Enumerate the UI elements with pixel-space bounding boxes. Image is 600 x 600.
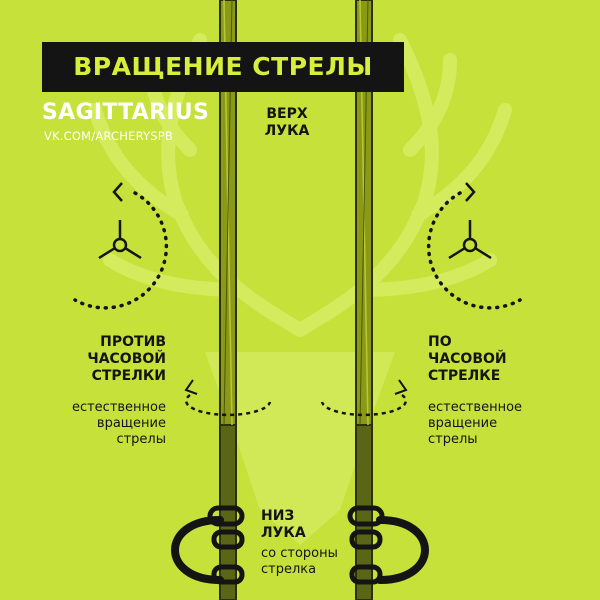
counterclockwise-rotation-icon [73,182,169,310]
counterclockwise-label: ПРОТИВ ЧАСОВОЙ СТРЕЛКИ [70,334,166,385]
clockwise-line2: ЧАСОВОЙ [428,351,507,367]
counterclockwise-line1: ПРОТИВ [100,334,166,350]
clockwise-label: ПО ЧАСОВОЙ СТРЕЛКЕ [428,334,538,385]
bottom-desc: со стороны стрелка [261,546,351,578]
clockwise-desc: естественное вращение стрелы [428,400,548,448]
deer-head-watermark [205,352,395,545]
counterclockwise-desc: естественное вращение стрелы [56,400,166,448]
bottom-desc2: стрелка [261,562,317,577]
left-hand-fingers-icon [171,505,245,585]
title-bar: ВРАЩЕНИЕ СТРЕЛЫ [42,42,404,92]
bottom-label-line2: ЛУКА [261,525,306,541]
counterclockwise-line3: СТРЕЛКИ [91,368,166,384]
clockwise-desc3: стрелы [428,432,478,447]
right-hand-fingers-icon [347,505,429,585]
clockwise-rotation-icon [426,182,522,310]
clockwise-desc1: естественное [428,400,523,415]
clockwise-desc2: вращение [428,416,498,431]
counterclockwise-desc2: вращение [96,416,166,431]
arrow-counterclockwise [219,0,237,600]
top-label: ВЕРХ ЛУКА [252,106,322,140]
counterclockwise-desc3: стрелы [116,432,166,447]
counterclockwise-desc1: естественное [71,400,166,415]
bottom-label-line1: НИЗ [261,508,295,524]
bottom-label: НИЗ ЛУКА [261,508,341,542]
page-title: ВРАЩЕНИЕ СТРЕЛЫ [73,52,373,81]
top-label-line2: ЛУКА [264,123,310,139]
brand-url: VK.COM/ARCHERYSPB [44,129,173,143]
top-label-line1: ВЕРХ [266,106,308,122]
clockwise-line3: СТРЕЛКЕ [428,368,501,384]
counterclockwise-line2: ЧАСОВОЙ [87,351,166,367]
right-shaft-rotation-ellipse [320,379,408,417]
clockwise-line1: ПО [428,334,452,350]
brand-name: SAGITTARIUS [42,100,210,125]
left-shaft-rotation-ellipse [184,379,272,417]
bottom-desc1: со стороны [261,546,338,561]
